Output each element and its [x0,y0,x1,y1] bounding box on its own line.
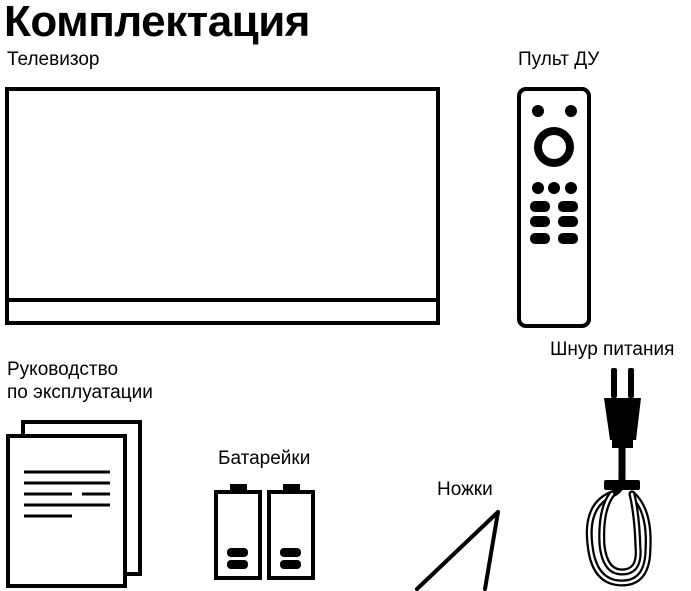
page-title: Комплектация [4,0,310,46]
remote-icon [517,87,591,328]
power-cable-icon [585,368,652,587]
power-cable-label: Шнур питания [550,339,675,360]
feet-label: Ножки [437,479,493,500]
manual-icon [6,420,142,588]
manual-label: Руководство по эксплуатации [7,358,153,404]
manual-label-line2: по эксплуатации [7,382,153,403]
batteries-label: Батарейки [218,448,311,469]
tv-icon [5,87,440,325]
batteries-icon [214,484,315,580]
remote-label: Пульт ДУ [518,49,600,70]
feet-icon [415,510,500,591]
manual-label-line1: Руководство [7,359,119,380]
tv-label: Телевизор [7,49,100,70]
